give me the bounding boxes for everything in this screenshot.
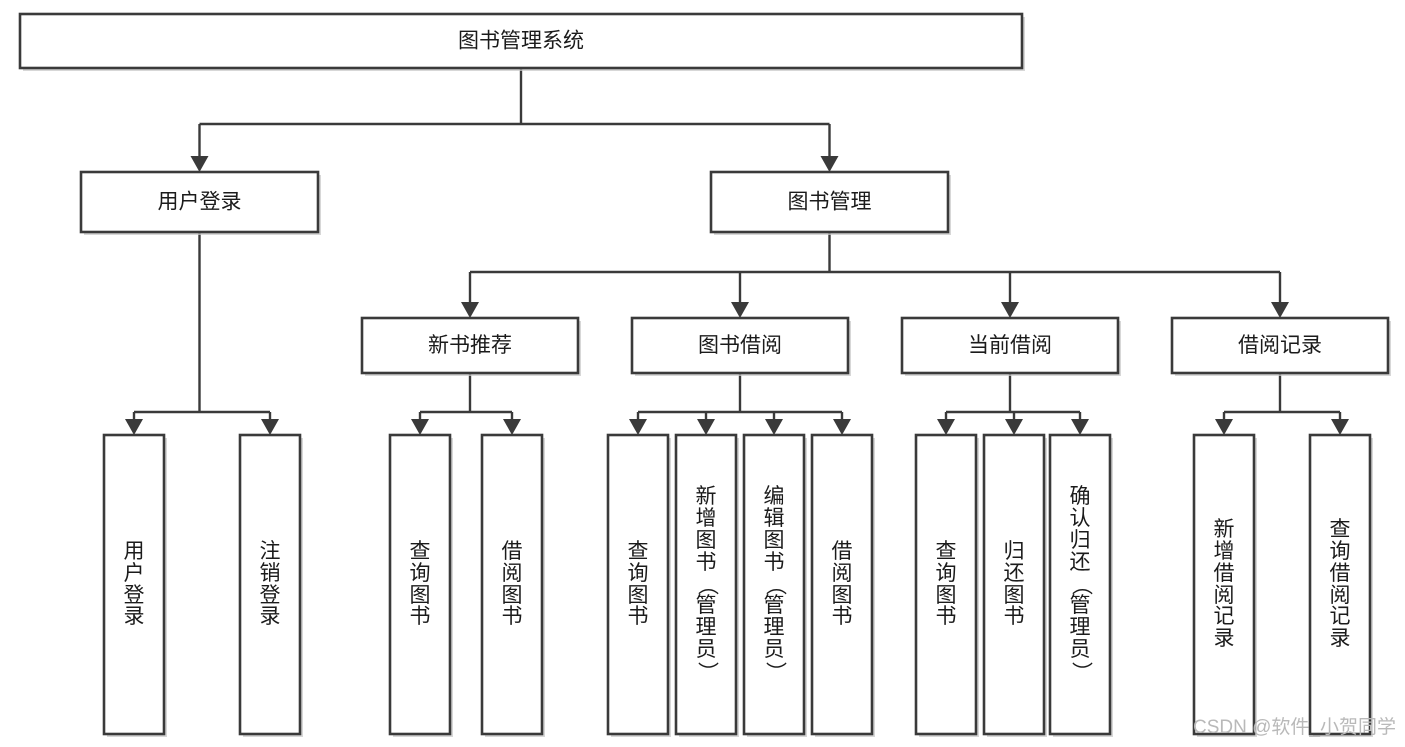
leaf-box-1-注销登录[interactable]	[238, 433, 303, 737]
arrow-head-icon	[1331, 419, 1349, 435]
node-l3-新书推荐[interactable]: 新书推荐	[360, 316, 581, 376]
leaf-box-1-注销登录-box[interactable]	[238, 433, 302, 736]
leaf-box-7-借阅图书[interactable]	[810, 433, 875, 737]
arrow-head-icon	[411, 419, 429, 435]
arrow-head-icon	[820, 156, 839, 172]
connector-layer	[125, 68, 1349, 435]
arrow-head-icon	[461, 302, 479, 318]
arrow-head-icon	[1271, 302, 1289, 318]
leaf-box-10-确认归还管理员-box[interactable]	[1048, 433, 1112, 736]
leaf-box-9-归还图书-box[interactable]	[982, 433, 1046, 736]
node-l2-用户登录-box[interactable]	[79, 170, 320, 234]
leaf-box-3-借阅图书-box[interactable]	[480, 433, 544, 736]
node-l2-图书管理[interactable]: 图书管理	[709, 170, 951, 235]
leaf-box-11-新增借阅记录-box[interactable]	[1192, 433, 1256, 736]
csdn-watermark: CSDN @软件_小贺同学	[1193, 716, 1396, 738]
leaf-box-10-确认归还管理员[interactable]	[1048, 433, 1113, 737]
node-l2-用户登录[interactable]: 用户登录	[79, 170, 321, 235]
leaf-box-4-查询图书-box[interactable]	[606, 433, 670, 736]
arrow-head-icon	[1001, 302, 1019, 318]
leaf-box-9-归还图书[interactable]	[982, 433, 1047, 737]
node-l3-图书借阅-label: 图书借阅	[698, 334, 782, 357]
node-root-图书管理系统-label: 图书管理系统	[458, 30, 584, 53]
node-l2-用户登录-label: 用户登录	[158, 191, 242, 214]
leaf-box-6-编辑图书管理员[interactable]	[742, 433, 807, 737]
node-l3-借阅记录-label: 借阅记录	[1238, 334, 1322, 357]
node-l3-当前借阅[interactable]: 当前借阅	[900, 316, 1121, 376]
leaf-box-0-用户登录[interactable]	[102, 433, 167, 737]
node-l3-当前借阅-label: 当前借阅	[968, 334, 1052, 357]
arrow-head-icon	[833, 419, 851, 435]
arrow-head-icon	[1071, 419, 1089, 435]
arrow-head-icon	[261, 419, 279, 435]
leaf-box-8-查询图书-box[interactable]	[914, 433, 978, 736]
leaf-box-2-查询图书[interactable]	[388, 433, 453, 737]
arrow-head-icon	[190, 156, 209, 172]
node-l3-借阅记录-box[interactable]	[1170, 316, 1390, 375]
node-l2-图书管理-box[interactable]	[709, 170, 950, 234]
node-root-图书管理系统[interactable]: 图书管理系统	[18, 12, 1025, 71]
node-l2-图书管理-label: 图书管理	[788, 191, 872, 214]
leaf-box-7-借阅图书-box[interactable]	[810, 433, 874, 736]
arrow-head-icon	[503, 419, 521, 435]
leaf-box-2-查询图书-box[interactable]	[388, 433, 452, 736]
leaf-box-8-查询图书[interactable]	[914, 433, 979, 737]
arrow-head-icon	[731, 302, 749, 318]
arrow-head-icon	[629, 419, 647, 435]
node-l3-借阅记录[interactable]: 借阅记录	[1170, 316, 1391, 376]
leaf-box-12-查询借阅记录[interactable]	[1308, 433, 1373, 737]
arrow-head-icon	[125, 419, 143, 435]
node-root-图书管理系统-box[interactable]	[18, 12, 1024, 70]
leaf-box-4-查询图书[interactable]	[606, 433, 671, 737]
arrow-head-icon	[765, 419, 783, 435]
node-l3-当前借阅-box[interactable]	[900, 316, 1120, 375]
arrow-head-icon	[1215, 419, 1233, 435]
leaf-box-5-新增图书管理员[interactable]	[674, 433, 739, 737]
node-l3-图书借阅[interactable]: 图书借阅	[630, 316, 851, 376]
arrow-head-icon	[1005, 419, 1023, 435]
leaf-box-11-新增借阅记录[interactable]	[1192, 433, 1257, 737]
arrow-head-icon	[937, 419, 955, 435]
arrow-head-icon	[697, 419, 715, 435]
leaf-box-6-编辑图书管理员-box[interactable]	[742, 433, 806, 736]
node-l3-新书推荐-label: 新书推荐	[428, 334, 512, 357]
node-l3-图书借阅-box[interactable]	[630, 316, 850, 375]
leaf-box-12-查询借阅记录-box[interactable]	[1308, 433, 1372, 736]
node-l3-新书推荐-box[interactable]	[360, 316, 580, 375]
leaf-box-5-新增图书管理员-box[interactable]	[674, 433, 738, 736]
leaf-box-0-用户登录-box[interactable]	[102, 433, 166, 736]
leaf-box-3-借阅图书[interactable]	[480, 433, 545, 737]
